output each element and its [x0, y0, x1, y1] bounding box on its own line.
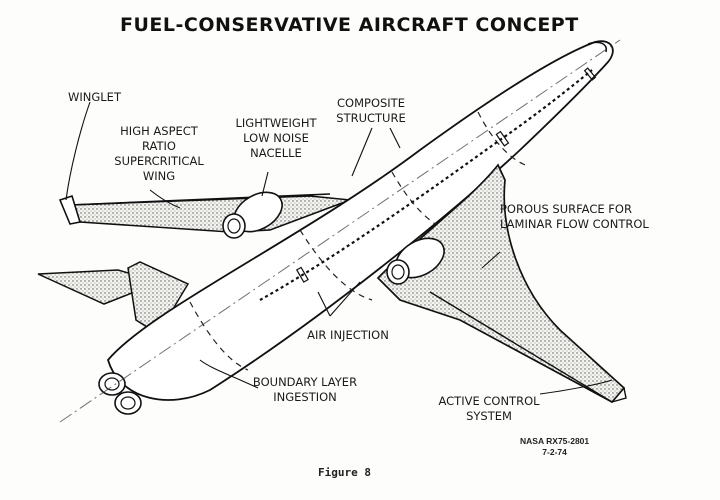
label-porous-line-1: POROUS SURFACE FOR: [500, 202, 632, 216]
left-wing-leading-edge: [69, 193, 331, 206]
label-boundary-layer-line-2: INGESTION: [273, 390, 337, 404]
label-boundary-layer-line-1: BOUNDARY LAYER: [252, 375, 358, 389]
label-wing-line-1: HIGH ASPECT: [120, 124, 198, 138]
winglet: [58, 194, 82, 225]
label-boundary-layer: BOUNDARY LAYER INGESTION: [246, 375, 364, 405]
label-composite-line-2: STRUCTURE: [336, 111, 406, 125]
label-active-control-line-1: ACTIVE CONTROL: [438, 394, 540, 408]
window-row: [259, 69, 593, 301]
label-nacelle-line-2: LOW NOISE: [243, 131, 309, 145]
label-nacelle-line-1: LIGHTWEIGHT: [235, 116, 317, 130]
label-winglet: WINGLET: [68, 90, 121, 105]
right-nacelle: [386, 237, 445, 285]
label-active-control-line-2: SYSTEM: [466, 409, 512, 423]
label-composite-line-1: COMPOSITE: [337, 96, 405, 110]
label-composite: COMPOSITE STRUCTURE: [326, 96, 416, 126]
label-porous-line-2: LAMINAR FLOW CONTROL: [500, 217, 649, 231]
right-wing: [376, 163, 626, 404]
nasa-credit-date: 7-2-74: [542, 447, 567, 457]
label-nacelle: LIGHTWEIGHT LOW NOISE NACELLE: [226, 116, 326, 161]
label-winglet-text: WINGLET: [68, 90, 121, 104]
tail-engines: [98, 372, 142, 415]
figure-caption: Figure 8: [318, 466, 371, 479]
label-wing-line-3: SUPERCRITICAL: [114, 154, 204, 168]
label-porous: POROUS SURFACE FOR LAMINAR FLOW CONTROL: [500, 202, 649, 232]
left-nacelle: [222, 191, 283, 239]
label-air-injection: AIR INJECTION: [300, 328, 396, 343]
nasa-credit: NASA RX75-2801 7-2-74: [520, 436, 589, 458]
nasa-credit-id: NASA RX75-2801: [520, 436, 590, 446]
diagram-title: FUEL-CONSERVATIVE AIRCRAFT CONCEPT: [120, 14, 579, 36]
leader-lines: [65, 101, 613, 395]
label-wing-line-4: WING: [142, 169, 176, 183]
label-air-injection-text: AIR INJECTION: [307, 328, 389, 342]
label-wing-line-2: RATIO: [142, 139, 176, 153]
label-wing: HIGH ASPECT RATIO SUPERCRITICAL WING: [100, 124, 218, 184]
label-nacelle-line-3: NACELLE: [250, 146, 302, 160]
label-active-control: ACTIVE CONTROL SYSTEM: [434, 394, 544, 424]
